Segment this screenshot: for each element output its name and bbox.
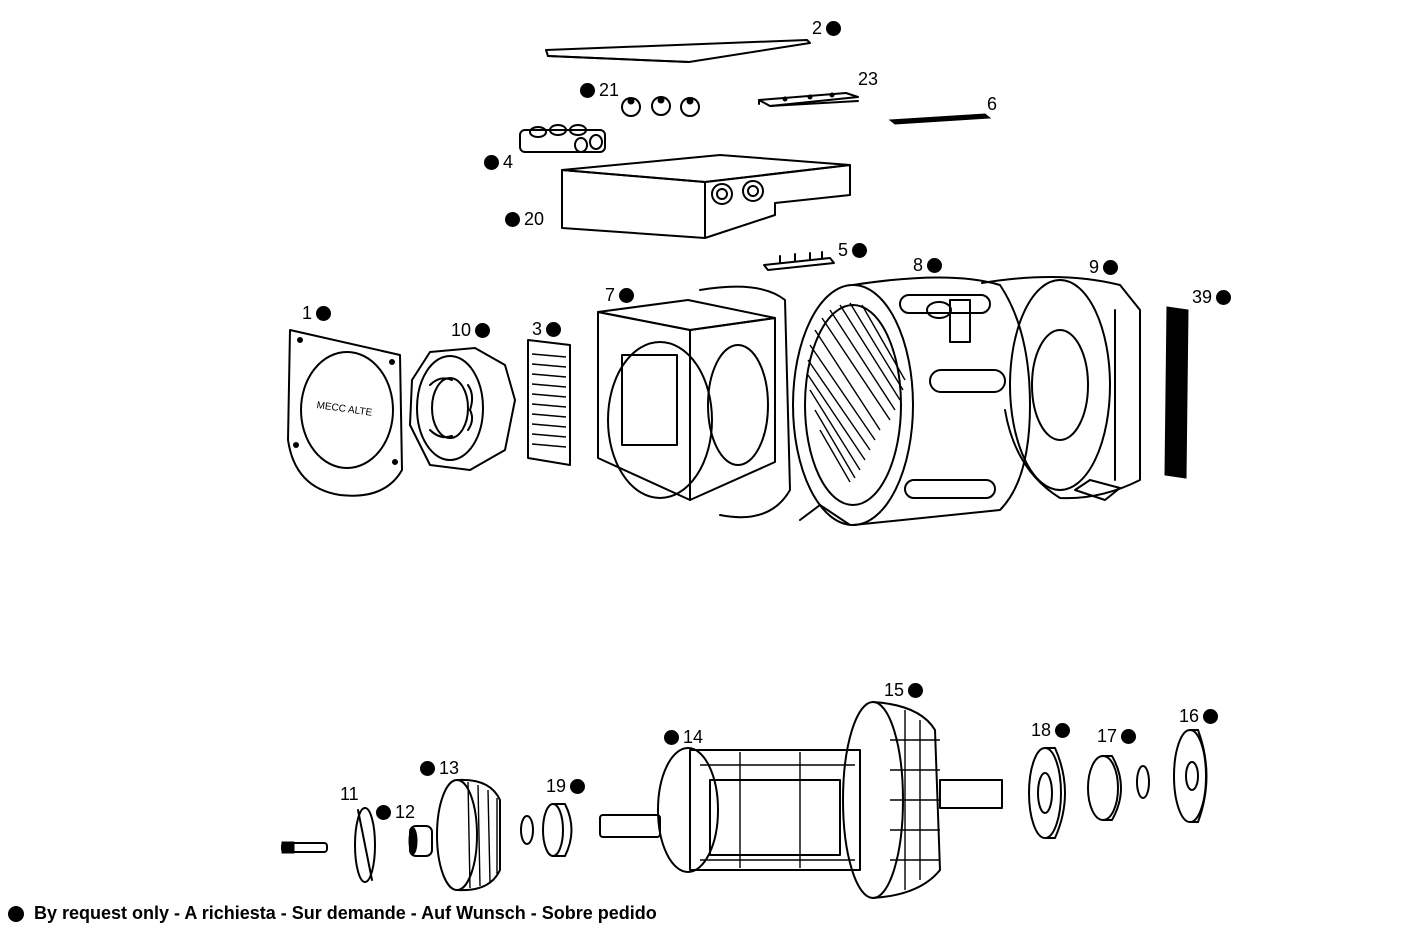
label-part-16: 16 — [1179, 706, 1219, 726]
part-9-drive-end-bracket — [981, 276, 1141, 501]
by-request-dot — [852, 242, 868, 258]
label-part-23: 23 — [858, 70, 878, 88]
legend: By request only - A richiesta - Sur dema… — [8, 903, 657, 924]
part-23-terminal-board — [758, 92, 859, 107]
part-number: 17 — [1097, 726, 1118, 746]
label-part-19: 19 — [546, 776, 586, 796]
part-number: 8 — [913, 255, 924, 275]
by-request-dot — [484, 154, 499, 170]
part-number: 9 — [1089, 257, 1100, 277]
part-39-filter — [1164, 306, 1189, 479]
legend-dot — [8, 905, 24, 922]
by-request-dot — [1055, 722, 1071, 738]
by-request-dot — [376, 804, 391, 820]
part-14-main-rotor — [599, 747, 861, 873]
part-number: 21 — [599, 80, 620, 100]
label-part-10: 10 — [451, 320, 491, 340]
label-part-18: 18 — [1031, 720, 1071, 740]
label-part-1: 1 — [302, 303, 332, 323]
by-request-dot — [316, 305, 332, 321]
part-7-frame-adaptor — [597, 285, 791, 519]
part-5-rectifier — [763, 251, 835, 271]
label-part-20: 20 — [505, 210, 544, 228]
part-number: 6 — [987, 94, 998, 114]
part-18-bearing-carrier — [1028, 747, 1066, 839]
by-request-dot — [1103, 259, 1119, 275]
part-number: 13 — [439, 758, 460, 778]
part-number: 11 — [340, 784, 359, 804]
part-13-exciter-rotor — [436, 778, 501, 892]
part-number: 23 — [858, 69, 879, 89]
part-4-terminal-block — [519, 124, 606, 153]
by-request-dot — [580, 82, 595, 98]
by-request-dot — [664, 729, 679, 745]
by-request-dot — [546, 321, 562, 337]
part-12-bush — [408, 825, 433, 857]
label-part-5: 5 — [838, 240, 868, 260]
by-request-dot — [475, 322, 491, 338]
part-15-fan — [842, 701, 1003, 899]
by-request-dot — [826, 20, 842, 36]
part-21-nuts — [621, 96, 700, 117]
part-8-stator-frame — [792, 276, 1031, 526]
part-17-bearing — [1087, 755, 1150, 821]
part-number: 4 — [503, 152, 514, 172]
label-part-6: 6 — [987, 95, 997, 113]
by-request-dot — [1216, 289, 1232, 305]
by-request-dot — [1203, 708, 1219, 724]
part-number: 39 — [1192, 287, 1213, 307]
label-part-15: 15 — [884, 680, 924, 700]
part-number: 19 — [546, 776, 567, 796]
label-part-21: 21 — [580, 81, 619, 99]
part-number: 7 — [605, 285, 616, 305]
part-number: 1 — [302, 303, 313, 323]
label-part-17: 17 — [1097, 726, 1137, 746]
part-1-end-cover: MECC ALTE — [287, 329, 403, 497]
part-number: 20 — [524, 209, 545, 229]
part-2-cover-plate — [545, 39, 811, 63]
part-16-bearing-cap — [1173, 729, 1208, 823]
label-part-4: 4 — [484, 153, 513, 171]
label-part-39: 39 — [1192, 287, 1232, 307]
label-part-8: 8 — [913, 255, 943, 275]
by-request-dot — [1121, 728, 1137, 744]
part-20-terminal-box — [561, 154, 851, 239]
legend-text: By request only - A richiesta - Sur dema… — [34, 903, 657, 923]
label-part-3: 3 — [532, 319, 562, 339]
part-3-grille — [527, 339, 571, 466]
by-request-dot — [927, 257, 943, 273]
label-part-11: 11 — [340, 785, 359, 803]
part-number: 2 — [812, 18, 823, 38]
part-number: 18 — [1031, 720, 1052, 740]
part-number: 3 — [532, 319, 543, 339]
part-number: 14 — [683, 727, 704, 747]
label-part-12: 12 — [376, 803, 415, 821]
label-part-13: 13 — [420, 759, 459, 777]
part-10-exciter-stator — [409, 347, 516, 471]
part-11-fan-hub — [281, 807, 376, 883]
label-part-9: 9 — [1089, 257, 1119, 277]
part-6-strip — [888, 113, 992, 125]
part-19-bearing — [520, 803, 573, 857]
part-number: 15 — [884, 680, 905, 700]
by-request-dot — [570, 778, 586, 794]
part-number: 16 — [1179, 706, 1200, 726]
part-number: 12 — [395, 802, 416, 822]
part-number: 5 — [838, 240, 849, 260]
cover-brand-text: MECC ALTE — [316, 400, 373, 419]
part-number: 10 — [451, 320, 472, 340]
label-part-14: 14 — [664, 728, 703, 746]
label-part-7: 7 — [605, 285, 635, 305]
by-request-dot — [619, 287, 635, 303]
label-part-2: 2 — [812, 18, 842, 38]
by-request-dot — [420, 760, 435, 776]
by-request-dot — [908, 682, 924, 698]
by-request-dot — [505, 211, 520, 227]
